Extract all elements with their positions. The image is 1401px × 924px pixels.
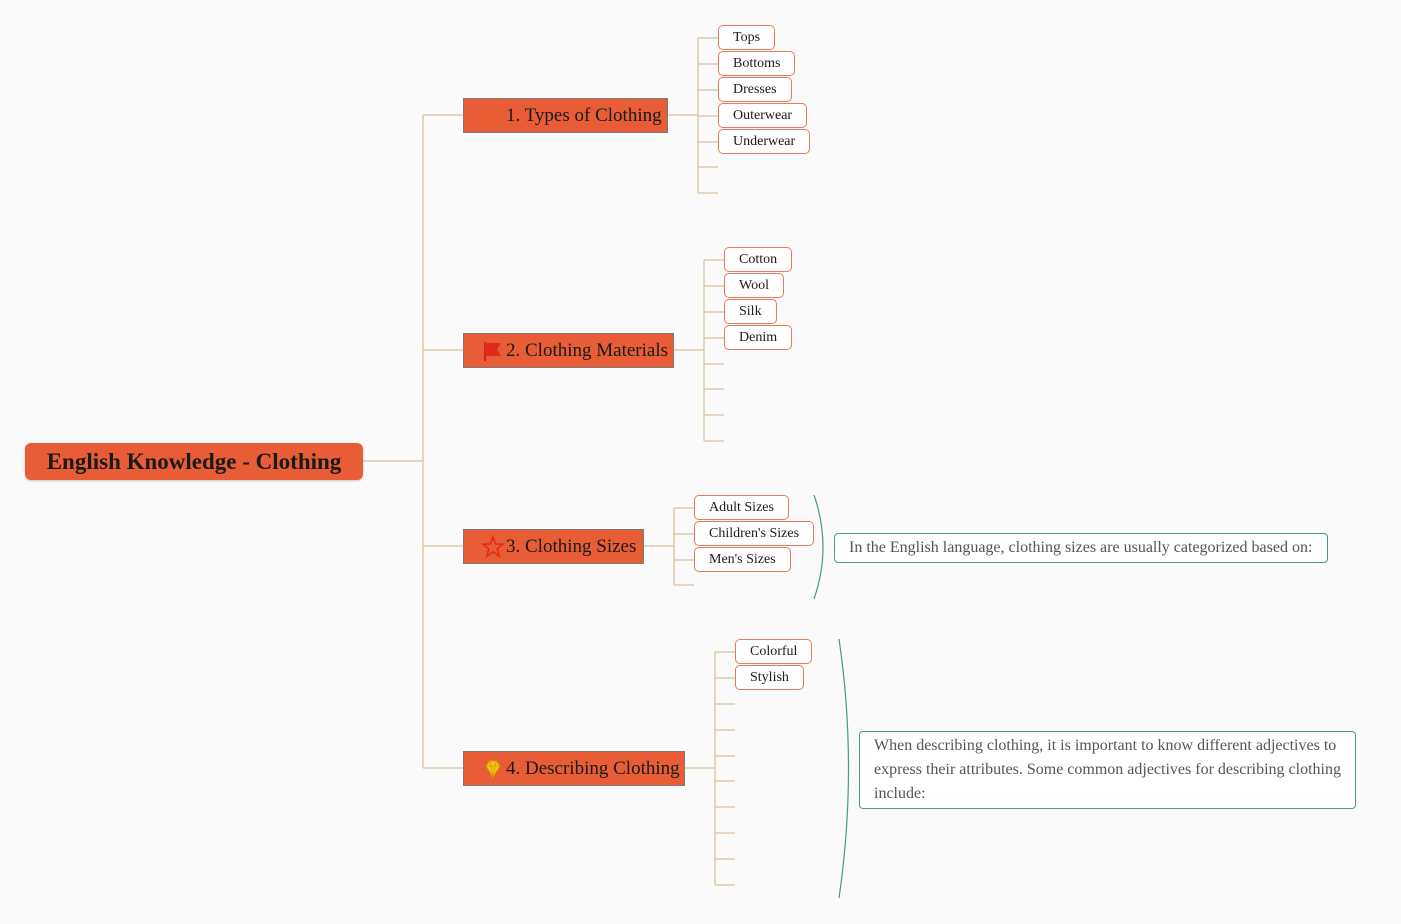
leaf-label: Bottoms [733, 55, 781, 71]
leaf-label: Silk [739, 303, 762, 319]
topic-describing-clothing[interactable]: 4. Describing Clothing [463, 751, 685, 786]
topic-label: 4. Describing Clothing [506, 757, 680, 779]
root-topic-label: English Knowledge - Clothing [46, 448, 342, 474]
red-star-icon [480, 534, 506, 560]
topic-label: 3. Clothing Sizes [506, 535, 637, 557]
leaf-label: Outerwear [733, 107, 793, 123]
leaf-label: Tops [733, 29, 761, 45]
leaf-label: Children's Sizes [709, 525, 800, 541]
diamond-icon [480, 756, 506, 782]
topic-clothing-sizes[interactable]: 3. Clothing Sizes [463, 529, 644, 564]
leaf-label: Men's Sizes [709, 551, 776, 567]
leaf-label: Denim [739, 329, 778, 345]
red-flag-icon [480, 338, 506, 364]
leaf-cotton[interactable]: Cotton [724, 247, 793, 272]
leaf-mens-sizes[interactable]: Men's Sizes [694, 547, 791, 572]
leaf-label: Adult Sizes [709, 499, 774, 515]
leaf-label: Wool [739, 277, 769, 293]
leaf-denim[interactable]: Denim [724, 325, 793, 350]
leaf-label: Underwear [733, 133, 796, 149]
leaf-label: Stylish [750, 669, 789, 685]
leaf-stylish[interactable]: Stylish [735, 665, 804, 690]
leaf-dresses[interactable]: Dresses [718, 77, 792, 102]
summary-bracket-describing [838, 638, 850, 899]
leaf-bottoms[interactable]: Bottoms [718, 51, 796, 76]
summary-note-describing[interactable]: When describing clothing, it is importan… [859, 731, 1356, 809]
leaf-colorful[interactable]: Colorful [735, 639, 813, 664]
leaf-outerwear[interactable]: Outerwear [718, 103, 808, 128]
leaf-label: Colorful [750, 643, 798, 659]
note-text: When describing clothing, it is importan… [874, 737, 1341, 802]
note-text: In the English language, clothing sizes … [849, 539, 1313, 556]
root-topic[interactable]: English Knowledge - Clothing [25, 443, 363, 480]
leaf-label: Cotton [739, 251, 778, 267]
leaf-adult-sizes[interactable]: Adult Sizes [694, 495, 789, 520]
summary-bracket-sizes [813, 494, 824, 600]
leaf-underwear[interactable]: Underwear [718, 129, 811, 154]
leaf-wool[interactable]: Wool [724, 273, 784, 298]
topic-label: 1. Types of Clothing [506, 104, 662, 126]
leaf-childrens-sizes[interactable]: Children's Sizes [694, 521, 815, 546]
leaf-label: Dresses [733, 81, 777, 97]
leaf-tops[interactable]: Tops [718, 25, 776, 50]
summary-note-sizes[interactable]: In the English language, clothing sizes … [834, 533, 1328, 563]
topic-clothing-materials[interactable]: 2. Clothing Materials [463, 333, 674, 368]
topic-types-of-clothing[interactable]: 1. Types of Clothing [463, 98, 668, 133]
orange-dot-icon [480, 103, 506, 129]
leaf-silk[interactable]: Silk [724, 299, 777, 324]
topic-label: 2. Clothing Materials [506, 339, 669, 361]
